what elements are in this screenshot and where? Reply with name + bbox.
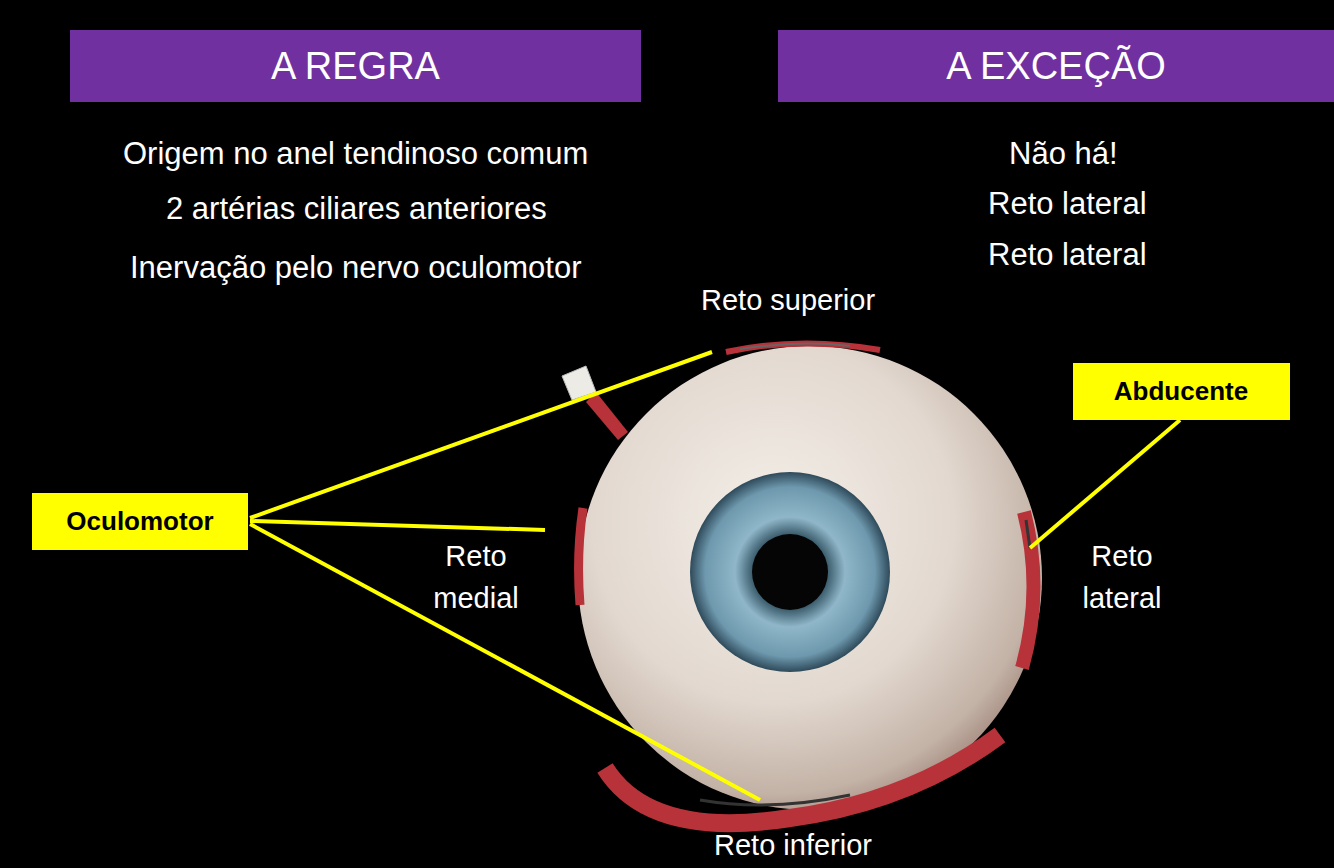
muscle-label: Reto superior [701, 279, 875, 321]
rule-text: Origem no anel tendinoso comum [123, 132, 588, 177]
rule-text: Reto lateral [988, 233, 1147, 278]
inferior-insertion [700, 795, 850, 805]
header-band: A REGRA [70, 30, 641, 102]
header-text: A EXCEÇÃO [946, 45, 1166, 88]
nerve-name: Abducente [1114, 376, 1248, 407]
leader-line [250, 524, 760, 800]
header-text: A REGRA [271, 45, 440, 88]
lateral-insertion [1026, 520, 1030, 548]
leader-lines [250, 352, 1180, 800]
nerve-name: Oculomotor [66, 506, 213, 537]
nerve-box: Oculomotor [32, 493, 248, 550]
muscle-label: Reto inferior [714, 824, 872, 866]
nerve-box: Abducente [1073, 363, 1290, 420]
leader-line [1030, 420, 1180, 548]
lateral-rectus [1022, 512, 1034, 668]
iris [690, 472, 890, 672]
leader-line [250, 521, 545, 530]
pupil [752, 534, 828, 610]
muscle-label: Reto medial [421, 535, 531, 619]
rule-text: Não há! [1009, 132, 1118, 177]
leader-line [250, 352, 712, 518]
rule-text: Reto lateral [988, 182, 1147, 227]
superior-rectus [726, 343, 880, 352]
rule-text: 2 artérias ciliares anteriores [166, 187, 547, 232]
muscle-label: Reto lateral [1067, 535, 1177, 619]
rule-text: Inervação pelo nervo oculomotor [130, 246, 581, 291]
medial-rectus [579, 508, 583, 605]
header-band: A EXCEÇÃO [778, 30, 1334, 102]
superior-insertion [740, 344, 850, 349]
